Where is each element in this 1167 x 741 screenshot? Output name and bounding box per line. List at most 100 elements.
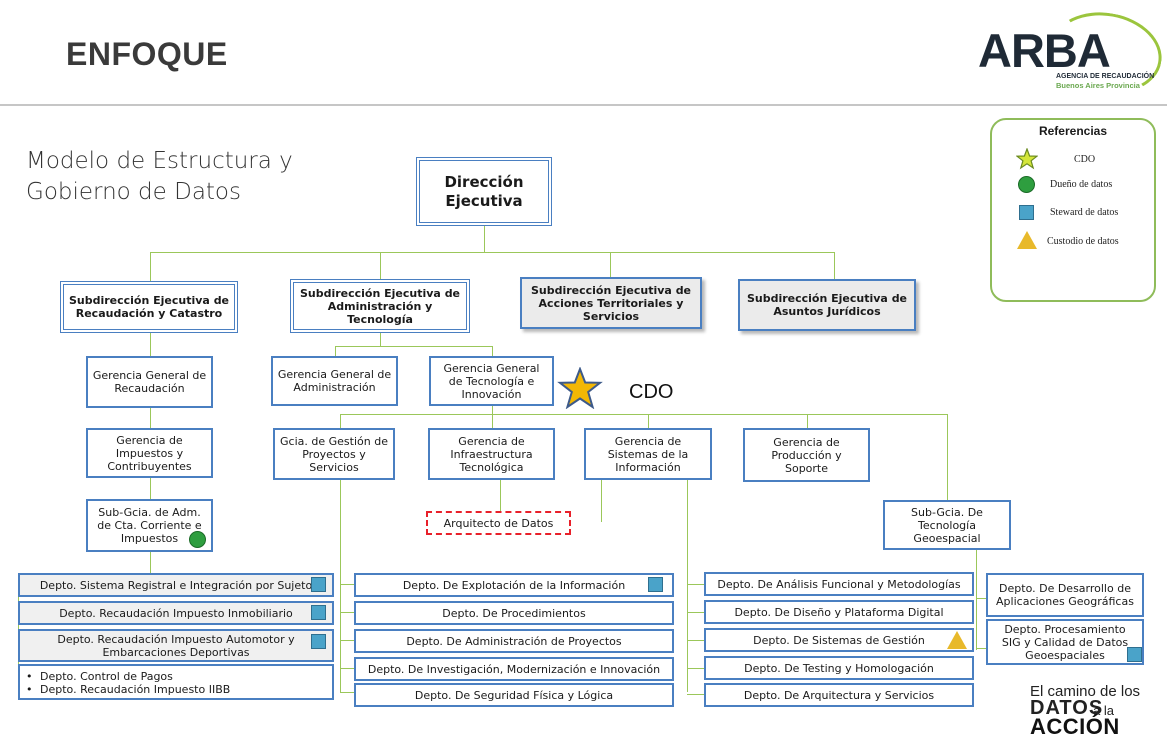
connector <box>335 346 492 347</box>
dept-right: Depto. De Testing y Homologación <box>704 656 974 680</box>
page-title: ENFOQUE <box>66 36 228 72</box>
connector <box>340 640 354 641</box>
dept-right: Depto. De Arquitectura y Servicios <box>704 683 974 707</box>
connector <box>947 414 948 500</box>
subdireccion-juridicos-box: Subdirección Ejecutiva de Asuntos Jurídi… <box>738 279 916 331</box>
steward-square-icon <box>1127 647 1142 662</box>
legend-owner-label: Dueño de datos <box>1050 179 1113 190</box>
header-divider <box>0 104 1167 106</box>
connector <box>687 694 704 695</box>
legend-cdo-label: CDO <box>1074 154 1096 165</box>
dept-mid: Depto. De Seguridad Física y Lógica <box>354 683 674 707</box>
dept-mid: Depto. De Explotación de la Información <box>354 573 674 597</box>
connector <box>340 584 354 585</box>
gerencia-sistemas-box: Gerencia de Sistemas de la Información <box>584 428 712 480</box>
connector <box>340 668 354 669</box>
connector <box>610 252 611 278</box>
subdireccion-administracion-box: Subdirección Ejecutiva de Administración… <box>290 279 470 333</box>
connector <box>340 480 341 692</box>
dept-left: Depto. Recaudación Impuesto Inmobiliario <box>18 601 334 625</box>
footer-logo-line3: a la <box>1093 703 1114 718</box>
footer-logo-line4: ACCIÓN <box>1030 714 1120 739</box>
steward-square-icon <box>648 577 663 592</box>
subdireccion-recaudacion-box: Subdirección Ejecutiva de Recaudación y … <box>60 281 238 333</box>
connector <box>976 598 986 599</box>
connector <box>150 408 151 428</box>
dept-left: Depto. Sistema Registral e Integración p… <box>18 573 334 597</box>
star-icon <box>1016 148 1038 170</box>
gerencia-produccion-box: Gerencia de Producción y Soporte <box>743 428 870 482</box>
gerencia-general-administracion-box: Gerencia General de Administración <box>271 356 398 406</box>
steward-square-icon <box>311 634 326 649</box>
connector <box>340 692 354 693</box>
owner-circle-icon <box>1018 176 1035 193</box>
bullet-item: Depto. Recaudación Impuesto IIBB <box>26 683 326 696</box>
connector <box>380 333 381 346</box>
bullet-item: Depto. Control de Pagos <box>26 670 326 683</box>
custodian-triangle-icon <box>1017 231 1037 249</box>
dept-right: Depto. De Análisis Funcional y Metodolog… <box>704 572 974 596</box>
dept-left-bullets: Depto. Control de Pagos Depto. Recaudaci… <box>18 664 334 700</box>
connector <box>687 480 688 692</box>
dept-geo: Depto. Procesamiento SIG y Calidad de Da… <box>986 619 1144 665</box>
connector <box>976 648 986 649</box>
connector <box>687 640 704 641</box>
connector <box>340 414 947 415</box>
logo-subtitle-province: Buenos Aires Provincia <box>1056 81 1140 90</box>
arquitecto-datos-box: Arquitecto de Datos <box>426 511 571 535</box>
connector <box>335 346 336 356</box>
connector <box>484 226 485 252</box>
connector <box>492 406 493 414</box>
connector <box>150 252 151 282</box>
gerencia-infraestructura-box: Gerencia de Infraestructura Tecnológica <box>428 428 555 480</box>
footer-logo-line1: El camino de los <box>1030 683 1141 700</box>
connector <box>492 346 493 356</box>
dept-mid: Depto. De Procedimientos <box>354 601 674 625</box>
connector <box>807 414 808 428</box>
footer-logo-line2: DATOS <box>1030 697 1104 719</box>
dept-mid: Depto. De Administración de Proyectos <box>354 629 674 653</box>
connector <box>648 414 649 428</box>
connector <box>492 414 493 428</box>
gerencia-proyectos-box: Gcia. de Gestión de Proyectos y Servicio… <box>273 428 395 480</box>
sub-gcia-geoespacial-box: Sub-Gcia. De Tecnología Geoespacial <box>883 500 1011 550</box>
dept-right: Depto. De Sistemas de Gestión <box>704 628 974 652</box>
subdireccion-acciones-box: Subdirección Ejecutiva de Acciones Terri… <box>520 277 702 329</box>
legend-custodian-label: Custodio de datos <box>1047 236 1119 247</box>
connector <box>976 550 977 650</box>
custodian-triangle-icon <box>947 631 967 649</box>
gerencia-impuestos-box: Gerencia de Impuestos y Contribuyentes <box>86 428 213 478</box>
owner-circle-icon <box>189 531 206 548</box>
dept-mid: Depto. De Investigación, Modernización e… <box>354 657 674 681</box>
arba-logo: ARBA <box>978 24 1111 77</box>
connector <box>150 252 834 253</box>
steward-square-icon <box>1019 205 1034 220</box>
connector <box>340 612 354 613</box>
direccion-ejecutiva-box: Dirección Ejecutiva <box>416 157 552 226</box>
slide-subtitle: Modelo de Estructura y Gobierno de Datos <box>26 146 293 208</box>
cdo-label: CDO <box>629 381 674 403</box>
connector <box>150 477 151 499</box>
subtitle-line2: Gobierno de Datos <box>26 179 241 205</box>
dept-geo: Depto. De Desarrollo de Aplicaciones Geo… <box>986 573 1144 617</box>
logo-subtitle: AGENCIA DE RECAUDACIÓN <box>1056 73 1155 80</box>
dept-left: Depto. Recaudación Impuesto Automotor y … <box>18 629 334 662</box>
subtitle-line1: Modelo de Estructura y <box>26 148 293 174</box>
cdo-star-icon <box>557 367 603 409</box>
dept-right: Depto. De Diseño y Plataforma Digital <box>704 600 974 624</box>
gerencia-general-recaudacion-box: Gerencia General de Recaudación <box>86 356 213 408</box>
connector <box>687 612 704 613</box>
legend-steward-label: Steward de datos <box>1050 207 1119 218</box>
connector <box>601 480 602 522</box>
connector <box>380 252 381 280</box>
connector <box>834 252 835 280</box>
connector <box>500 480 501 512</box>
gerencia-general-tecnologia-box: Gerencia General de Tecnología e Innovac… <box>429 356 554 406</box>
connector <box>150 330 151 356</box>
references-title: Referencias <box>1038 124 1108 138</box>
steward-square-icon <box>311 577 326 592</box>
connector <box>150 552 151 574</box>
steward-square-icon <box>311 605 326 620</box>
connector <box>340 414 341 428</box>
references-legend: Referencias CDO Dueño de datos Steward d… <box>990 118 1156 302</box>
